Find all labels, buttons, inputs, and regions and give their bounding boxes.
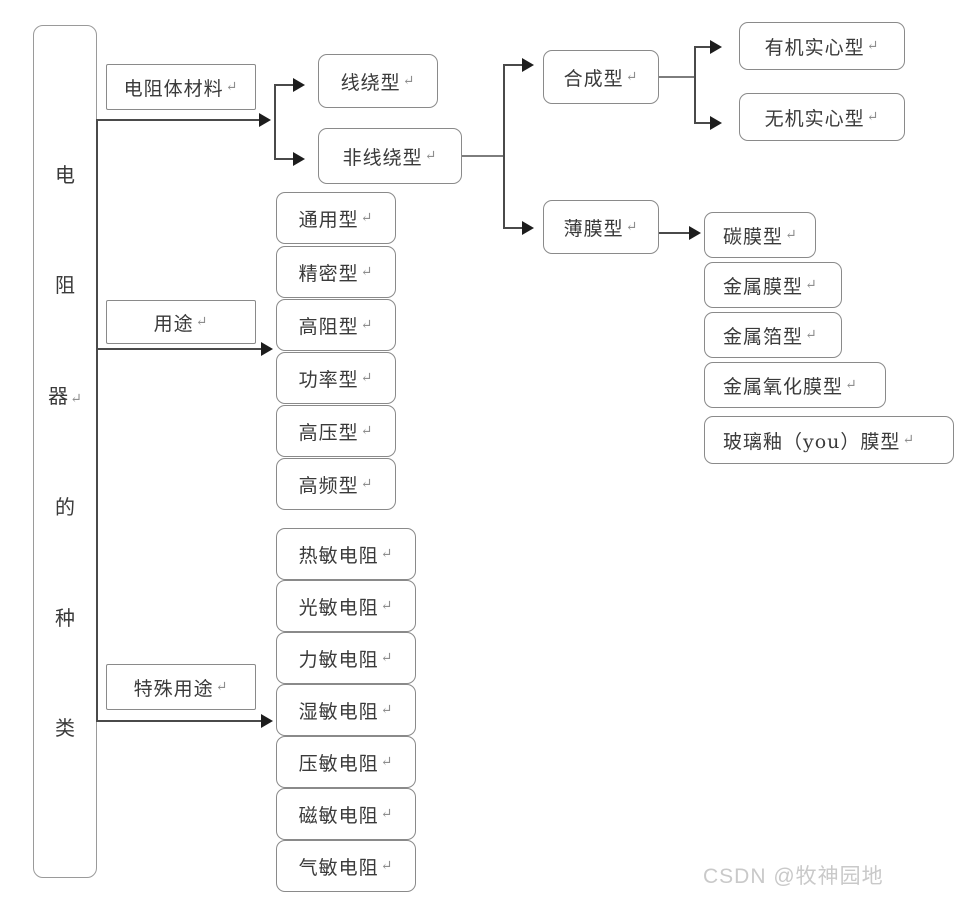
node-high-voltage[interactable]: 高压型↵: [276, 405, 396, 457]
pilcrow-icon: ↵: [380, 754, 394, 770]
pilcrow-icon: ↵: [225, 79, 239, 95]
arrowhead-organic-solid: [710, 40, 722, 54]
pilcrow-icon: ↵: [866, 38, 880, 54]
pilcrow-icon: ↵: [215, 679, 229, 695]
branch-to-synthetic: [503, 64, 525, 66]
connector-material: [96, 119, 262, 121]
node-photoresistor[interactable]: 光敏电阻↵: [276, 580, 416, 632]
pilcrow-icon: ↵: [402, 73, 416, 89]
branch-to-organic: [694, 46, 712, 48]
node-power[interactable]: 功率型↵: [276, 352, 396, 404]
pilcrow-icon: ↵: [360, 370, 374, 386]
pilcrow-icon: ↵: [360, 317, 374, 333]
branch-node-usage[interactable]: 用途↵: [106, 300, 256, 344]
node-synthetic[interactable]: 合成型↵: [543, 50, 659, 104]
split-synthetic-vertical: [694, 46, 696, 124]
pilcrow-icon: ↵: [360, 423, 374, 439]
pilcrow-icon: ↵: [805, 327, 818, 343]
node-varistor[interactable]: 压敏电阻↵: [276, 736, 416, 788]
pilcrow-icon: ↵: [380, 546, 394, 562]
arrowhead-non-wirewound: [293, 152, 305, 166]
pilcrow-icon: ↵: [785, 227, 798, 243]
connector-film-out: [659, 232, 691, 234]
node-high-frequency[interactable]: 高频型↵: [276, 458, 396, 510]
pilcrow-icon: ↵: [360, 264, 374, 280]
arrowhead-synthetic: [522, 58, 534, 72]
pilcrow-icon: ↵: [380, 702, 394, 718]
split-material-top: [274, 84, 296, 86]
pilcrow-icon: ↵: [380, 598, 394, 614]
split-material-bottom: [274, 158, 296, 160]
pilcrow-icon: ↵: [424, 148, 438, 164]
pilcrow-icon: ↵: [195, 314, 209, 330]
split-nonwirewound-down: [503, 155, 505, 228]
pilcrow-icon: ↵: [360, 210, 374, 226]
pilcrow-icon: ↵: [380, 650, 394, 666]
node-force-sensitive[interactable]: 力敏电阻↵: [276, 632, 416, 684]
node-magneto-sensitive[interactable]: 磁敏电阻↵: [276, 788, 416, 840]
pilcrow-icon: ↵: [625, 69, 639, 85]
arrowhead-material: [259, 113, 271, 127]
connector-synthetic-out: [659, 76, 695, 78]
connector-usage: [96, 348, 264, 350]
connector-special: [96, 720, 264, 722]
node-wirewound[interactable]: 线绕型↵: [318, 54, 438, 108]
split-material-vertical: [274, 84, 276, 160]
branch-node-material[interactable]: 电阻体材料↵: [106, 64, 256, 110]
pilcrow-icon: ↵: [625, 219, 639, 235]
node-general[interactable]: 通用型↵: [276, 192, 396, 244]
node-carbon-film[interactable]: 碳膜型↵: [704, 212, 816, 258]
node-humidity-sensitive[interactable]: 湿敏电阻↵: [276, 684, 416, 736]
node-metal-film[interactable]: 金属膜型↵: [704, 262, 842, 308]
node-gas-sensitive[interactable]: 气敏电阻↵: [276, 840, 416, 892]
node-glass-glaze-film[interactable]: 玻璃釉（you）膜型↵: [704, 416, 954, 464]
node-metal-oxide-film[interactable]: 金属氧化膜型↵: [704, 362, 886, 408]
root-char-4: 种: [55, 605, 75, 630]
branch-node-special[interactable]: 特殊用途↵: [106, 664, 256, 710]
pilcrow-icon: ↵: [360, 476, 374, 492]
pilcrow-icon: ↵: [866, 109, 880, 125]
arrowhead-usage: [261, 342, 273, 356]
arrowhead-wirewound: [293, 78, 305, 92]
root-char-5: 类: [55, 716, 75, 741]
arrowhead-film: [522, 221, 534, 235]
branch-to-film: [503, 227, 525, 229]
pilcrow-icon: ↵: [805, 277, 818, 293]
node-high-resistance[interactable]: 高阻型↵: [276, 299, 396, 351]
node-organic-solid[interactable]: 有机实心型↵: [739, 22, 905, 70]
root-char-0: 电: [55, 162, 75, 187]
arrowhead-inorganic-solid: [710, 116, 722, 130]
split-nonwirewound-up: [503, 64, 505, 156]
pilcrow-icon: ↵: [845, 377, 858, 393]
node-non-wirewound[interactable]: 非线绕型↵: [318, 128, 462, 184]
arrowhead-carbon-film: [689, 226, 701, 240]
pilcrow-icon: ↵: [70, 391, 82, 408]
node-precision[interactable]: 精密型↵: [276, 246, 396, 298]
trunk-spine-line: [96, 120, 98, 722]
node-inorganic-solid[interactable]: 无机实心型↵: [739, 93, 905, 141]
pilcrow-icon: ↵: [902, 432, 916, 448]
csdn-watermark: CSDN @牧神园地: [703, 865, 884, 888]
root-char-1: 阻: [55, 273, 75, 298]
branch-to-inorganic: [694, 122, 712, 124]
root-char-3: 的: [55, 494, 75, 519]
node-film[interactable]: 薄膜型↵: [543, 200, 659, 254]
pilcrow-icon: ↵: [380, 858, 394, 874]
pilcrow-icon: ↵: [380, 806, 394, 822]
node-thermistor[interactable]: 热敏电阻↵: [276, 528, 416, 580]
arrowhead-special: [261, 714, 273, 728]
root-char-2: 器↵: [48, 384, 82, 409]
root-node-resistor-types: 电 阻 器↵ 的 种 类: [33, 25, 97, 878]
connector-nonwirewound-out: [462, 155, 504, 157]
node-metal-foil[interactable]: 金属箔型↵: [704, 312, 842, 358]
